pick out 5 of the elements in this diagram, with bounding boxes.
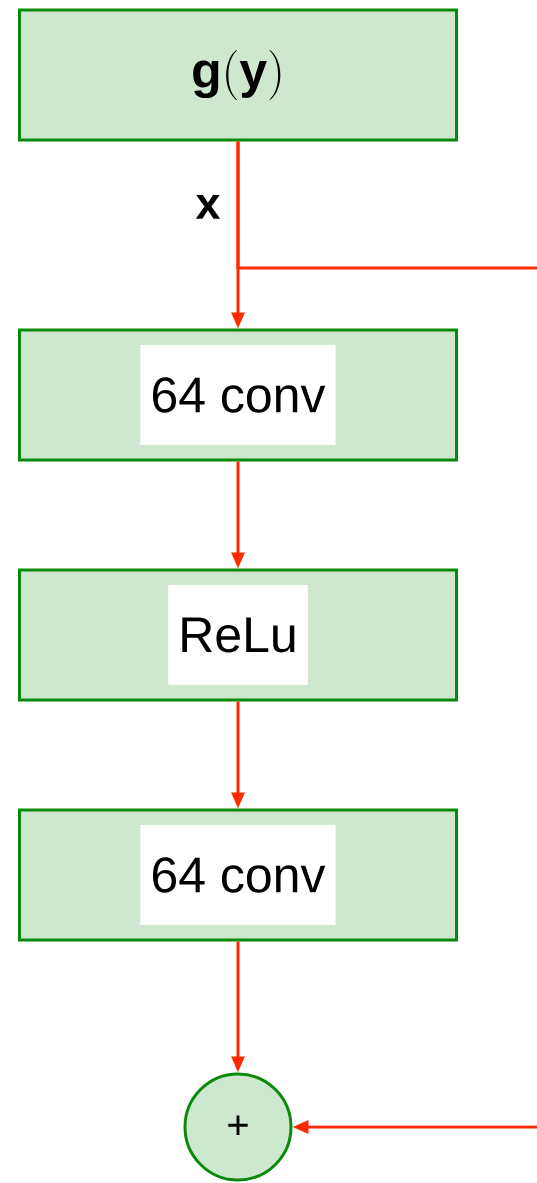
layer-box: 64 conv — [18, 328, 458, 462]
output-box: $\mathbf{g}(\mathbf{y})$ — [18, 8, 458, 142]
layer-box: 64 conv — [18, 808, 458, 942]
layer-box: ReLu — [18, 568, 458, 702]
edge-label: $\mathbf{x}$ — [195, 195, 221, 219]
